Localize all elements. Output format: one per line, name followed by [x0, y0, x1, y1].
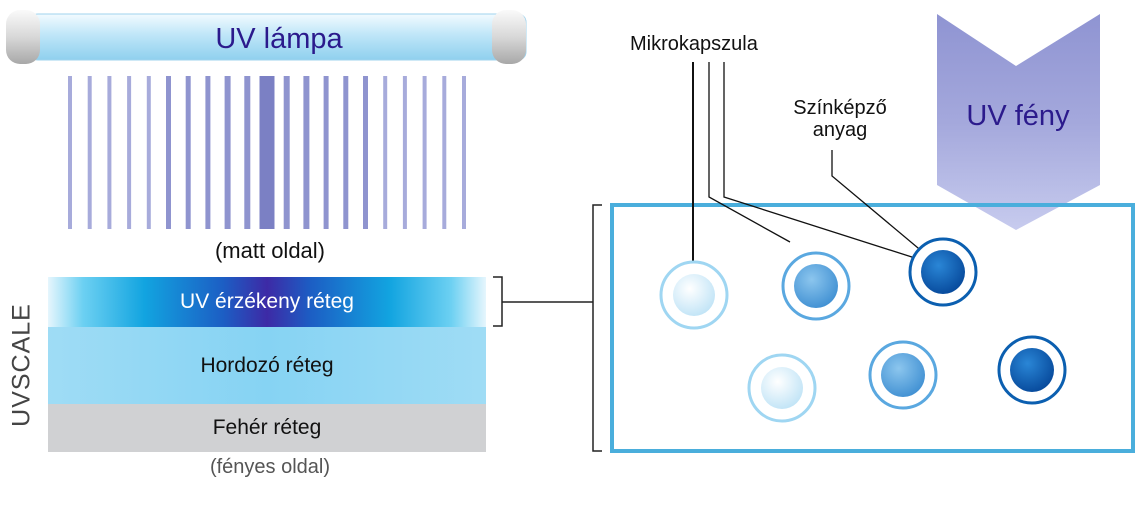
capsule-mid	[781, 251, 851, 321]
uv-ray	[185, 76, 191, 229]
small-bracket	[493, 276, 503, 327]
leader-microcapsule-2	[708, 62, 791, 243]
uv-ray	[402, 76, 407, 229]
uv-ray	[283, 76, 290, 229]
capsule-light	[747, 353, 817, 423]
uv-rays	[68, 76, 466, 229]
large-bracket	[592, 204, 602, 452]
uv-light-label: UV fény	[966, 100, 1070, 132]
uv-ray	[462, 76, 466, 229]
uv-sensitive-layer-label: UV érzékeny réteg	[180, 290, 354, 313]
connector	[493, 204, 602, 452]
leader-microcapsule-3	[723, 62, 916, 259]
glossy-side-label: (fényes oldal)	[209, 456, 331, 478]
uv-ray	[107, 76, 112, 229]
uv-sensitive-layer: UV érzékeny réteg	[48, 277, 486, 327]
uv-light-arrow	[937, 14, 1100, 230]
microcapsule-label: Mikrokapszula	[630, 33, 758, 55]
capsule-mid	[868, 340, 938, 410]
color-former-label: Színképző anyag	[760, 97, 920, 141]
uv-ray	[146, 76, 151, 229]
uv-ray	[68, 76, 72, 229]
uv-ray	[303, 76, 310, 229]
uv-ray	[166, 76, 171, 229]
color-former-label-line1: Színképző	[793, 97, 887, 119]
leader-lines	[692, 62, 931, 262]
matt-side-label: (matt oldal)	[214, 238, 326, 263]
leader-color-former	[831, 150, 931, 259]
uv-ray	[87, 76, 92, 229]
uv-ray	[422, 76, 427, 229]
uv-lamp	[6, 10, 527, 64]
lamp-cap-right	[492, 10, 526, 64]
uvscale-brand-label: UVSCALE	[7, 303, 36, 427]
uv-ray	[205, 76, 211, 229]
uv-lamp-label: UV lámpa	[215, 22, 343, 55]
uv-ray	[363, 76, 368, 229]
uv-ray	[244, 76, 251, 229]
uv-ray	[383, 76, 388, 229]
microcapsules	[659, 237, 1067, 423]
capsule-dark	[997, 335, 1067, 405]
lamp-cap-left	[6, 10, 40, 64]
uv-ray	[343, 76, 349, 229]
uv-ray	[442, 76, 447, 229]
capsule-dark	[908, 237, 978, 307]
uv-ray	[323, 76, 329, 229]
uv-ray	[127, 76, 132, 229]
uv-ray	[259, 76, 275, 229]
carrier-layer: Hordozó réteg	[48, 327, 486, 404]
carrier-layer-label: Hordozó réteg	[200, 353, 334, 377]
uv-ray	[224, 76, 231, 229]
white-layer-label: Fehér réteg	[212, 416, 322, 439]
capsule-light	[659, 260, 729, 330]
white-layer: Fehér réteg	[48, 404, 486, 452]
capsule-frame	[610, 203, 1135, 453]
color-former-label-line2: anyag	[812, 119, 868, 141]
